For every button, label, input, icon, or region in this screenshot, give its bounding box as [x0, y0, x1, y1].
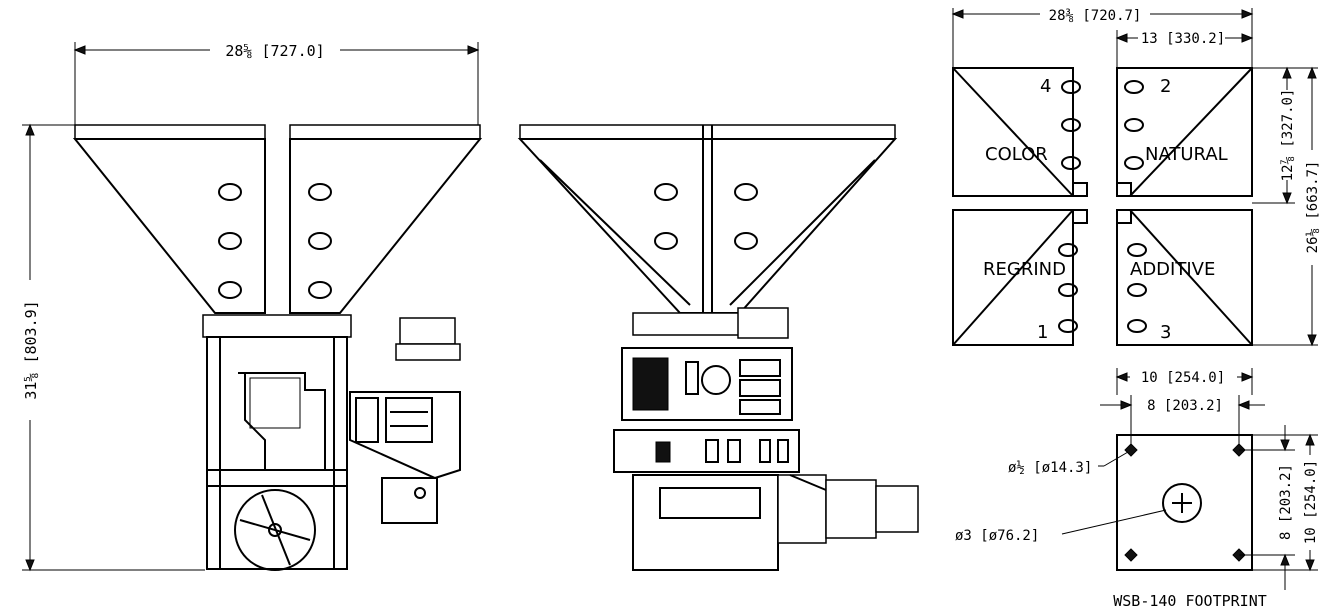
bin-number: 3	[1160, 322, 1171, 343]
half-width-dimension: 13 [330.2]	[1141, 31, 1225, 47]
sight-glass-icon	[218, 183, 332, 299]
footprint-view: 10 [254.0] 8 [203.2] ø½ [ø14.3] ø3 [ø76.…	[955, 368, 1319, 610]
bin-label: COLOR	[985, 144, 1048, 165]
footprint-outer-width: 10 [254.0]	[1141, 370, 1225, 386]
bin-label: REGRIND	[983, 259, 1066, 280]
footprint-bore-dimension: ø3 [ø76.2]	[955, 528, 1039, 544]
footprint-hole-dimension: ø½ [ø14.3]	[1008, 460, 1092, 476]
bolt-hole-icon	[1124, 443, 1246, 562]
bin-color: COLOR 4	[952, 67, 1088, 197]
bin-number: 2	[1160, 76, 1171, 97]
bin-label: ADDITIVE	[1130, 259, 1215, 280]
side-height-dimension: 31⅝ [803.9]	[22, 300, 40, 399]
top-view: 28⅜ [720.7] 13 [330.2] 12⅞ [327.0] 26⅛ […	[951, 8, 1320, 347]
center-bore-icon	[1162, 483, 1202, 523]
top-width-dimension: 28⅜ [720.7]	[1049, 8, 1142, 24]
bin-label: NATURAL	[1145, 144, 1228, 165]
bin-number: 1	[1037, 322, 1048, 343]
side-view: 28⅝ [727.0] 31⅝ [803.9]	[22, 42, 483, 572]
bin-number: 4	[1040, 76, 1051, 97]
footprint-title: WSB-140 FOOTPRINT	[1113, 592, 1267, 610]
bin-regrind: REGRIND 1	[952, 209, 1088, 346]
depth-dimension: 26⅛ [663.7]	[1305, 161, 1320, 254]
bin-additive: ADDITIVE 3	[1116, 209, 1253, 346]
half-depth-dimension: 12⅞ [327.0]	[1280, 89, 1296, 182]
footprint-bolt-width: 8 [203.2]	[1147, 398, 1223, 414]
footprint-outer-depth: 10 [254.0]	[1303, 460, 1319, 544]
bin-natural: NATURAL 2	[1116, 67, 1253, 197]
footprint-bolt-depth: 8 [203.2]	[1278, 464, 1294, 540]
side-width-dimension: 28⅝ [727.0]	[225, 42, 324, 60]
front-view	[517, 124, 919, 571]
sight-glass-icon	[654, 183, 758, 250]
